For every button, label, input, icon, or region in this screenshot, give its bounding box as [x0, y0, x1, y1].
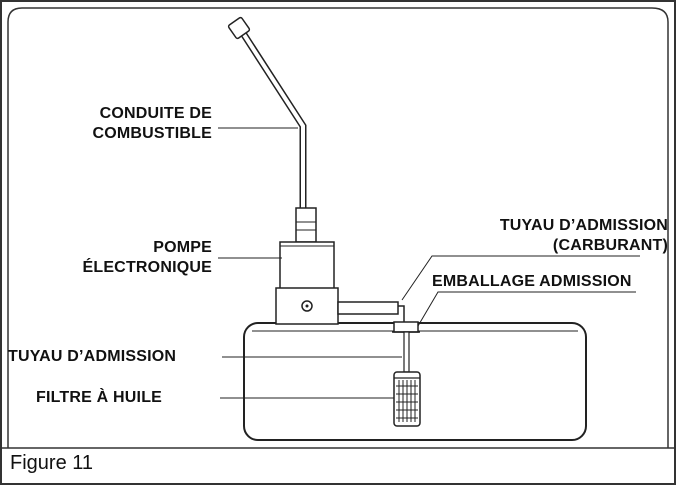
intake-pipe	[403, 331, 410, 373]
pump-outlet	[337, 301, 399, 315]
leader-intake-fuel	[401, 255, 640, 301]
fuel-line	[238, 28, 307, 210]
figure-caption: Figure 11	[10, 452, 94, 474]
intake-packing	[393, 321, 419, 333]
label-intake-pipe: TUYAU D’ADMISSION	[8, 348, 177, 365]
pump-body	[279, 241, 335, 291]
leader-lines	[218, 127, 640, 399]
label-fuel-line-line2: COMBUSTIBLE	[92, 125, 212, 142]
filter-mesh	[396, 380, 418, 422]
label-fuel-line-line1: CONDUITE DE	[99, 105, 212, 122]
leader-intake-packing	[417, 291, 636, 327]
label-intake-packing: EMBALLAGE ADMISSION	[432, 273, 632, 290]
label-intake-pipe-fuel-line1: TUYAU D’ADMISSION	[499, 217, 668, 234]
intake-pipe-fuel	[398, 305, 405, 322]
label-fuel-line: CONDUITE DE COMBUSTIBLE	[60, 104, 212, 144]
inner-border	[7, 7, 669, 448]
label-intake-pipe-fuel: TUYAU D’ADMISSION (CARBURANT)	[426, 216, 668, 256]
label-pump-line2: ÉLECTRONIQUE	[82, 259, 212, 276]
label-pump-line1: POMPE	[153, 239, 212, 256]
label-intake-pipe-fuel-line2: (CARBURANT)	[552, 237, 668, 254]
pump-connector	[295, 207, 317, 243]
label-pump: POMPE ÉLECTRONIQUE	[80, 238, 212, 278]
fuel-line-cap	[227, 16, 251, 40]
label-oil-filter: FILTRE À HUILE	[36, 389, 163, 406]
